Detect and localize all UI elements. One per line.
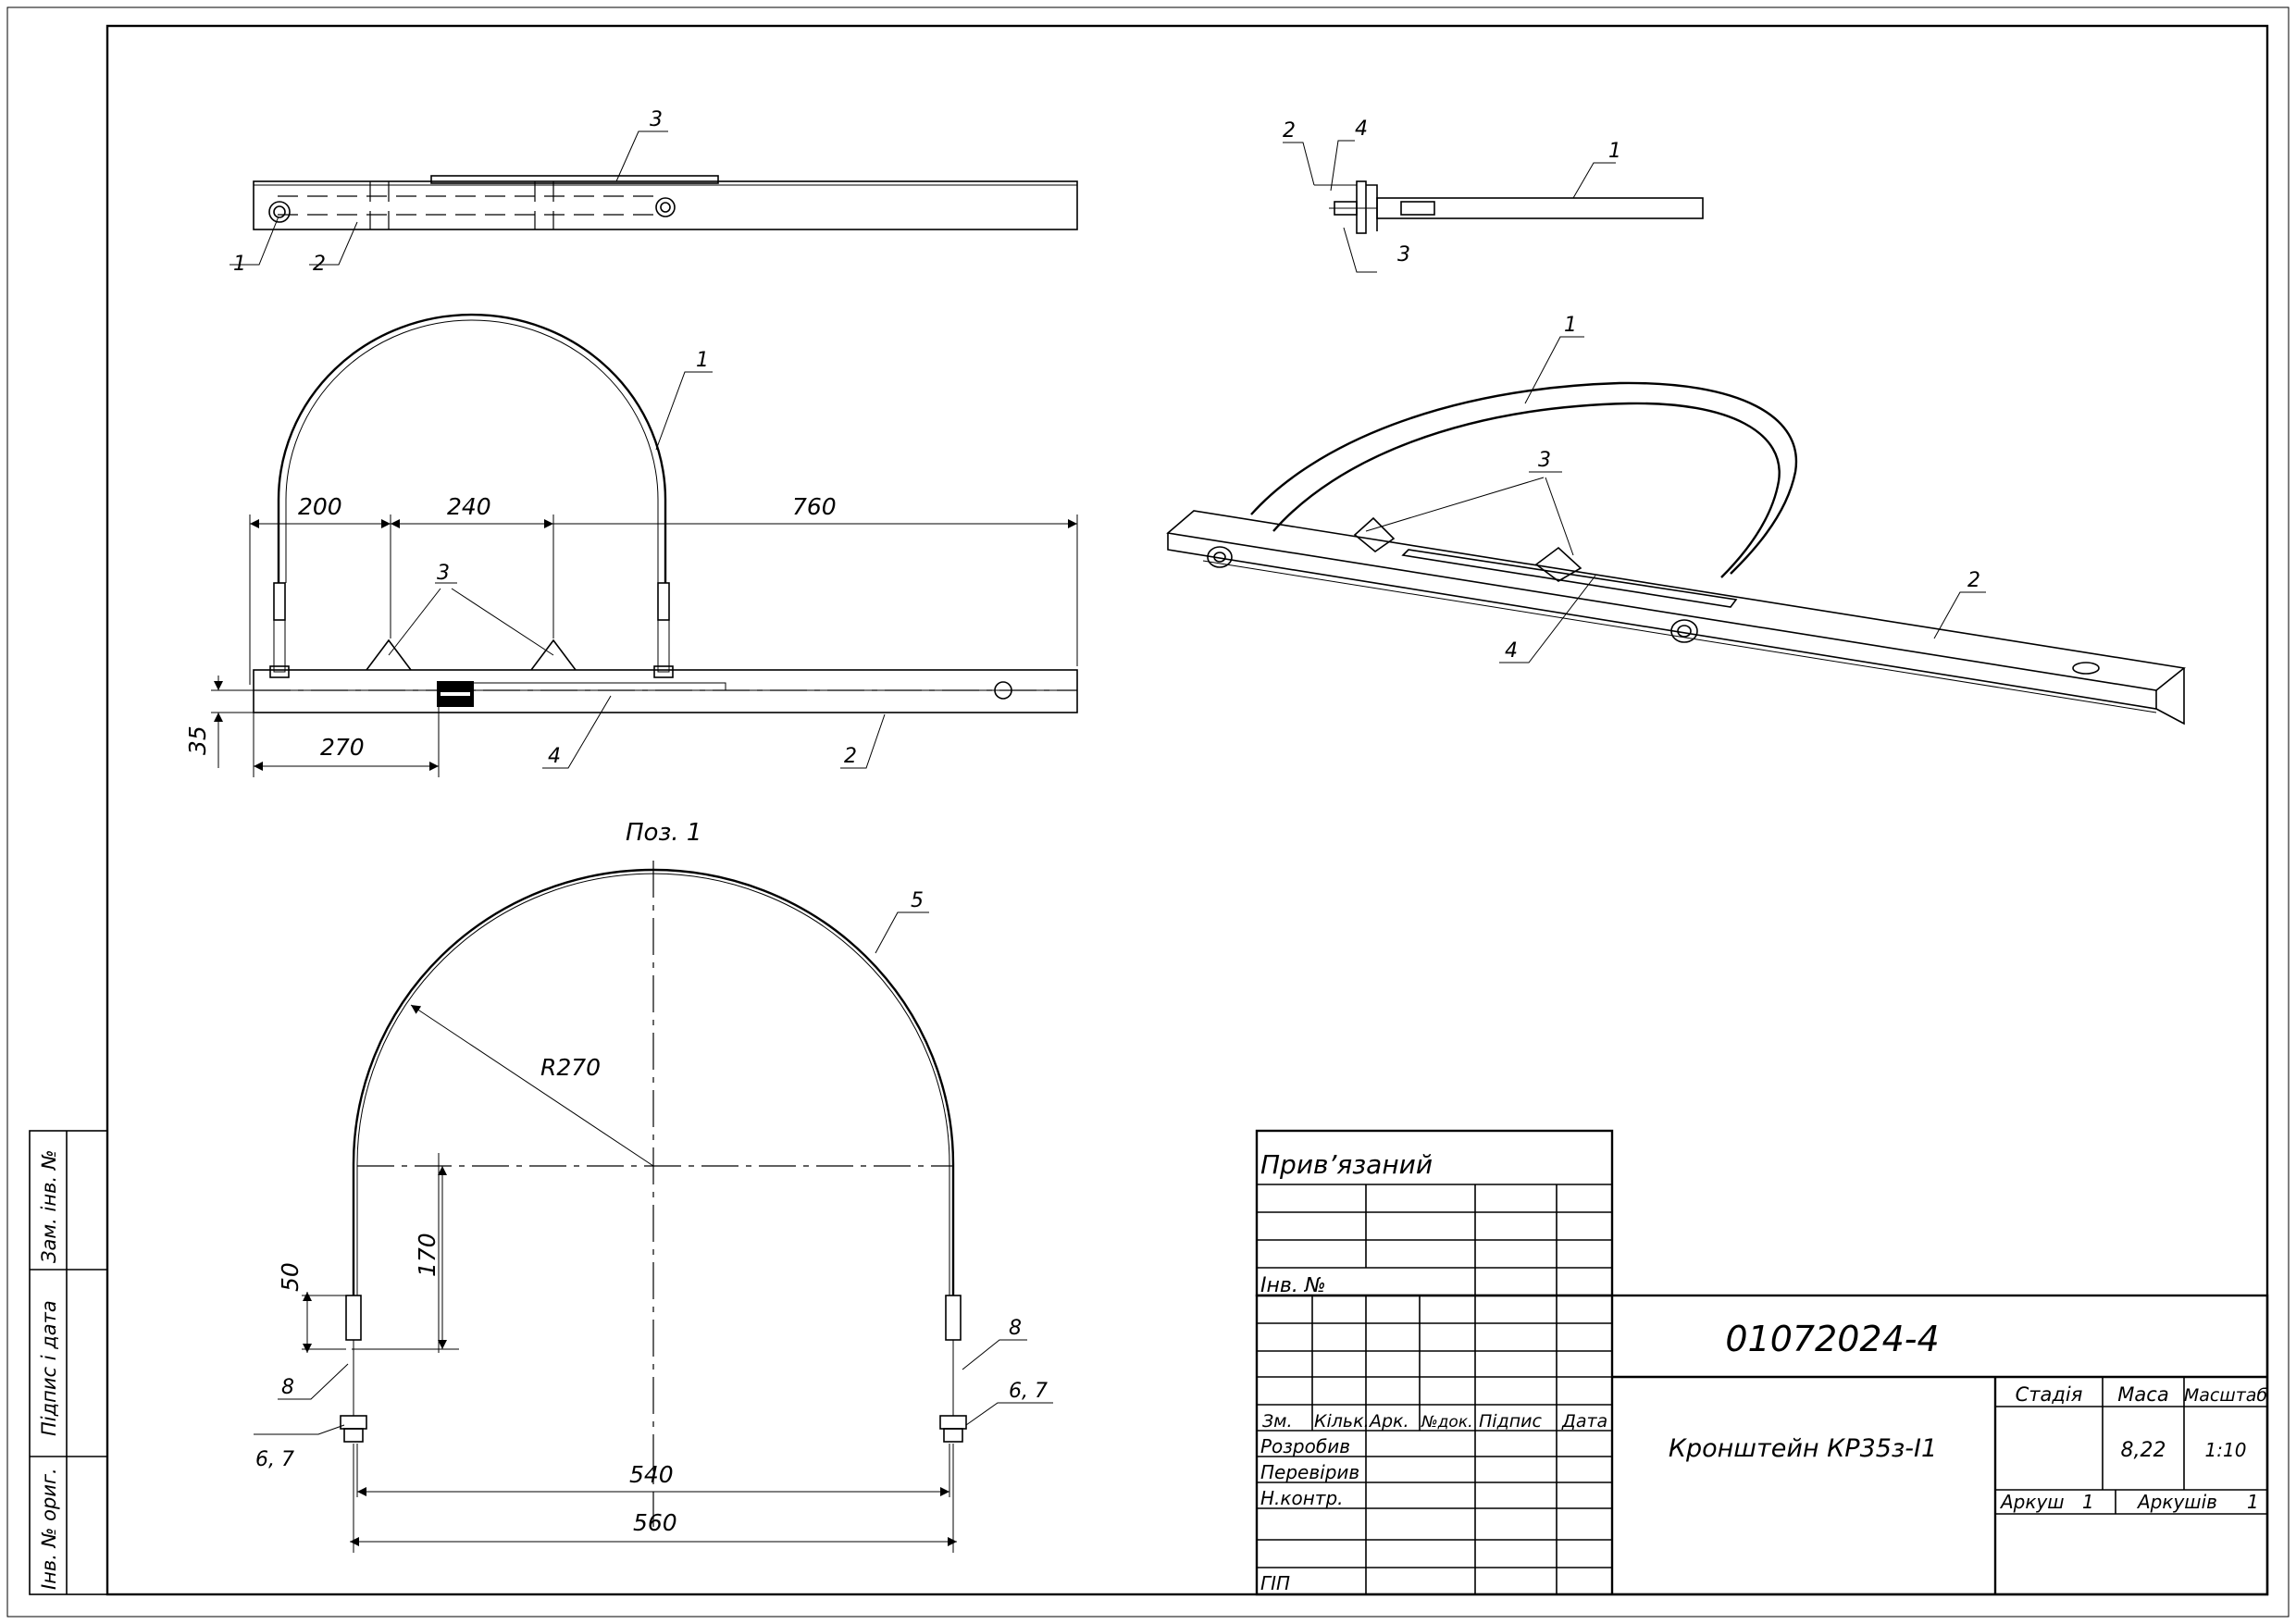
detail-view: Поз. 1 R270 170 50 540 [254,819,1053,1553]
title-block-scale: 1:10 [2205,1439,2247,1461]
title-block-mass: 8,22 [2121,1439,2166,1462]
front-view-pos-1: 1 [696,349,709,372]
detail-pos-6-7-right: 6, 7 [1009,1380,1048,1403]
detail-pos-6-7-left: 6, 7 [255,1448,294,1471]
title-block-doc-number: 01072024-4 [1725,1319,1939,1359]
iso-view-pos-2: 2 [1967,569,1980,592]
side-view-pos-4: 4 [1355,118,1368,141]
title-block-role-gip: ГІП [1260,1572,1290,1594]
title-block-product-name: Кронштейн КР35з-І1 [1669,1434,1937,1463]
front-view-dim-760: 760 [792,493,837,520]
detail-pos-8-left: 8 [281,1376,294,1399]
iso-view: 1 3 2 4 [1166,314,2186,725]
title-block-sheet-label: Аркуш [1999,1491,2065,1513]
detail-dim-170: 170 [414,1233,441,1277]
side-view: 2 4 1 3 [1283,118,1704,273]
title-block-stage-label: Стадія [2016,1383,2083,1406]
iso-view-pos-4: 4 [1505,639,1518,663]
top-view-pos-1: 1 [233,253,246,276]
side-stamp-orig-inv: Інв. № ориг. [38,1468,60,1590]
title-block-col-zm: Зм. [1262,1411,1293,1432]
side-stamp-signature-date: Підпис і дата [38,1300,60,1436]
drawing-frame [105,24,2269,1596]
detail-title: Поз. 1 [626,819,701,847]
title-block-sheets: 1 [2247,1491,2259,1513]
title-block-scale-label: Масштаб [2184,1385,2268,1406]
detail-dim-560: 560 [633,1509,677,1536]
detail-pos-8-right: 8 [1009,1317,1022,1340]
front-view-pos-2: 2 [844,745,857,768]
iso-view-pos-1: 1 [1564,314,1577,337]
title-block-linked: Прив’язаний [1260,1149,1433,1180]
top-view-pos-2: 2 [313,253,326,276]
title-block-role-ncontr: Н.контр. [1260,1487,1344,1509]
sheet-outer-border [6,6,2290,1618]
top-view: 3 1 2 [230,108,1078,276]
title-block-col-kilk: Кільк. [1314,1411,1370,1432]
front-view-pos-3: 3 [437,562,450,585]
side-view-pos-2: 2 [1283,119,1296,143]
title-block-col-date: Дата [1561,1411,1607,1432]
side-stamp-replaced-inv: Зам. інв. № [38,1149,60,1263]
title-block-sheet: 1 [2082,1491,2094,1513]
front-view-pos-4: 4 [548,745,561,768]
side-view-pos-3: 3 [1397,243,1410,267]
top-view-nut-left [268,201,291,223]
iso-view-pos-3: 3 [1538,449,1551,472]
side-view-pos-1: 1 [1608,140,1621,163]
top-view-pos-3: 3 [650,108,663,131]
front-view-dim-35: 35 [184,725,211,755]
title-block-sheets-label: Аркушів [2136,1491,2217,1513]
front-view-dim-270: 270 [320,734,365,761]
title-block-role-checked: Перевірив [1260,1461,1359,1483]
detail-dim-50: 50 [277,1262,304,1292]
title-block-inv: Інв. № [1260,1274,1326,1297]
side-stamp: Зам. інв. № Підпис і дата Інв. № ориг. [29,1130,108,1595]
title-block-col-ark: Арк. [1368,1411,1409,1432]
top-view-nut-right [655,197,676,217]
title-block-role-developed: Розробив [1260,1435,1350,1457]
title-block: Прив’язаний Інв. № Зм. Кільк. Арк. №док.… [1255,1129,2269,1596]
title-block-col-signature: Підпис [1479,1411,1542,1432]
detail-pos-5: 5 [911,889,924,912]
detail-dim-540: 540 [629,1461,674,1488]
front-view: 200 240 760 35 270 1 3 4 2 [184,313,1078,777]
title-block-mass-label: Маса [2117,1383,2168,1406]
front-view-dim-240: 240 [447,493,491,520]
front-view-dim-200: 200 [298,493,342,520]
detail-radius: R270 [540,1054,601,1081]
title-block-col-ndok: №док. [1421,1413,1473,1432]
